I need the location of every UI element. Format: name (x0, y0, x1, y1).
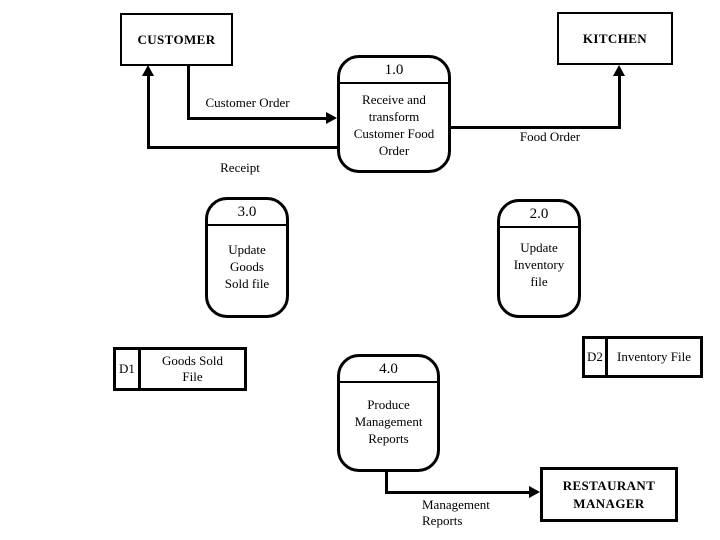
process-3-name-line: Update (228, 242, 266, 257)
flow-management-reports-label-line: Reports (422, 513, 463, 528)
process-1-name-line: Customer Food (353, 126, 435, 141)
process-2-name-line: Inventory (513, 257, 565, 272)
flow-management-reports-arrowhead-icon (529, 486, 540, 498)
process-3-update-goods-sold-file: 3.0 Update Goods Sold file (205, 197, 289, 318)
datastore-d1-name-line: File (182, 369, 203, 384)
process-4-produce-management-reports: 4.0 Produce Management Reports (337, 354, 440, 472)
entity-restaurant-manager-label-line1: RESTAURANT (562, 477, 656, 493)
flow-management-reports-label-line: Management (422, 497, 490, 512)
flow-customer-order-label: Customer Order (205, 95, 290, 110)
process-1-number: 1.0 (340, 58, 448, 84)
datastore-d1-name-line: Goods Sold (161, 353, 224, 368)
process-4-number: 4.0 (340, 357, 437, 383)
flow-management-reports-segment-vertical (385, 470, 388, 494)
process-2-name: Update Inventory file (500, 228, 578, 290)
datastore-d1-id: D1 (116, 350, 141, 388)
process-1-name: Receive and transform Customer Food Orde… (340, 84, 448, 159)
datastore-d2-name: Inventory File (608, 339, 700, 375)
entity-customer: CUSTOMER (120, 13, 233, 66)
flow-customer-order-arrowhead-icon (326, 112, 337, 124)
flow-customer-order-segment-horizontal (187, 117, 327, 120)
datastore-d2-id: D2 (585, 339, 608, 375)
flow-receipt-segment-horizontal (147, 146, 337, 149)
process-2-update-inventory-file: 2.0 Update Inventory file (497, 199, 581, 318)
process-1-name-line: transform (368, 109, 420, 124)
entity-customer-label: CUSTOMER (137, 31, 216, 47)
process-2-name-line: Update (520, 240, 558, 255)
entity-kitchen: KITCHEN (557, 12, 673, 65)
entity-kitchen-label: KITCHEN (582, 30, 648, 46)
process-3-number: 3.0 (208, 200, 286, 226)
flow-receipt-arrowhead-icon (142, 65, 154, 76)
flow-food-order-segment-vertical (618, 76, 621, 129)
datastore-d2-name-line: Inventory File (616, 349, 691, 364)
flow-receipt-segment-vertical (147, 76, 150, 149)
flow-food-order-segment-horizontal (451, 126, 621, 129)
flow-management-reports-label: Management Reports (422, 497, 490, 529)
process-4-name-line: Reports (368, 431, 409, 446)
datastore-d2-inventory-file: D2 Inventory File (582, 336, 703, 378)
flow-receipt-label: Receipt (220, 160, 260, 175)
entity-restaurant-manager-label-line2: MANAGER (573, 495, 645, 511)
datastore-d1-name: Goods Sold File (141, 350, 244, 388)
process-1-name-line: Order (378, 143, 410, 158)
process-3-name-line: Goods (230, 259, 264, 274)
process-1-receive-transform-order: 1.0 Receive and transform Customer Food … (337, 55, 451, 173)
process-4-name: Produce Management Reports (340, 383, 437, 447)
flow-customer-order-segment-vertical (187, 64, 190, 119)
process-4-name-line: Management (354, 414, 423, 429)
flow-food-order-arrowhead-icon (613, 65, 625, 76)
flow-food-order-label: Food Order (519, 129, 581, 144)
flow-management-reports-segment-horizontal (385, 491, 530, 494)
process-4-name-line: Produce (367, 397, 410, 412)
entity-restaurant-manager: RESTAURANT MANAGER (540, 467, 678, 522)
process-3-name-line: Sold file (224, 276, 270, 291)
process-2-name-line: file (530, 274, 548, 289)
process-2-number: 2.0 (500, 202, 578, 228)
process-3-name: Update Goods Sold file (208, 226, 286, 292)
process-1-name-line: Receive and (362, 92, 426, 107)
datastore-d1-goods-sold-file: D1 Goods Sold File (113, 347, 247, 391)
